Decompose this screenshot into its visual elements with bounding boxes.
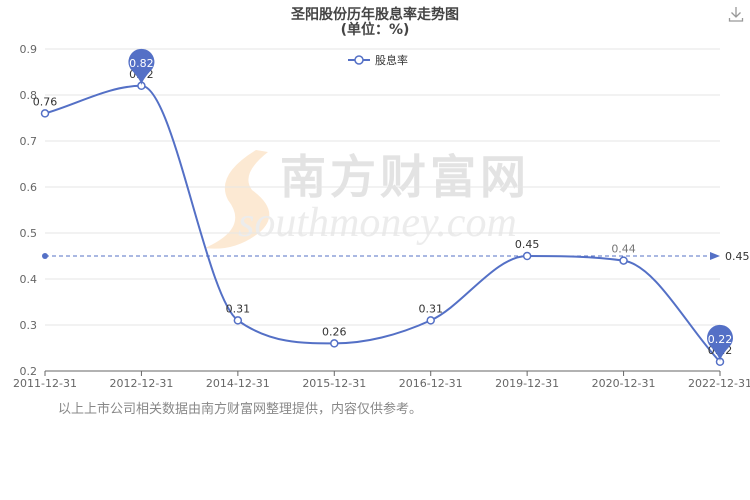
x-tick-label: 2014-12-31	[206, 377, 270, 390]
x-tick-label: 2015-12-31	[302, 377, 366, 390]
y-tick-label: 0.6	[20, 181, 38, 194]
legend-marker	[354, 55, 364, 65]
legend-label: 股息率	[375, 53, 408, 67]
data-point	[233, 316, 243, 325]
chart-title: 圣阳股份历年股息率走势图	[291, 7, 459, 23]
chart-subtitle: (单位：%)	[340, 22, 410, 38]
y-tick-label: 0.8	[20, 89, 38, 102]
x-tick-label: 2012-12-31	[109, 377, 173, 390]
min-marker-pin	[707, 324, 734, 362]
data-label: 0.31	[226, 302, 251, 315]
x-tick-label: 2022-12-31	[688, 377, 750, 390]
data-label: 0.26	[322, 325, 347, 338]
y-tick-label: 0.9	[20, 43, 38, 56]
data-point	[40, 109, 50, 118]
data-label: 0.44	[611, 243, 636, 256]
average-line-start	[42, 253, 48, 259]
data-label: 0.76	[33, 95, 58, 108]
y-tick-label: 0.7	[20, 135, 38, 148]
data-point	[619, 256, 628, 265]
data-point	[426, 316, 435, 325]
y-tick-label: 0.3	[20, 319, 38, 332]
data-label: 0.31	[418, 302, 443, 315]
y-tick-label: 0.2	[20, 365, 38, 378]
download-icon[interactable]	[728, 6, 744, 22]
y-tick-label: 0.5	[20, 227, 38, 240]
average-line-arrow	[710, 252, 720, 260]
watermark: 南方财富网 southmoney.com	[205, 150, 530, 249]
average-line-label: 0.45	[725, 250, 750, 263]
max-marker-label: 0.82	[129, 57, 154, 70]
footer-note: 以上上市公司相关数据由南方财富网整理提供，内容仅供参考。	[58, 402, 423, 417]
max-marker-pin	[128, 48, 155, 86]
watermark-text: 南方财富网	[280, 150, 530, 204]
min-marker-label: 0.22	[708, 333, 733, 346]
data-point	[330, 339, 339, 348]
data-label: 0.45	[515, 238, 540, 251]
data-point	[522, 251, 532, 261]
series-line	[44, 84, 721, 363]
watermark-domain: southmoney.com	[238, 200, 517, 246]
x-tick-label: 2020-12-31	[592, 377, 656, 390]
x-tick-label: 2011-12-31	[13, 377, 77, 390]
y-tick-label: 0.4	[20, 273, 38, 286]
x-tick-label: 2016-12-31	[399, 377, 463, 390]
x-tick-label: 2019-12-31	[495, 377, 559, 390]
